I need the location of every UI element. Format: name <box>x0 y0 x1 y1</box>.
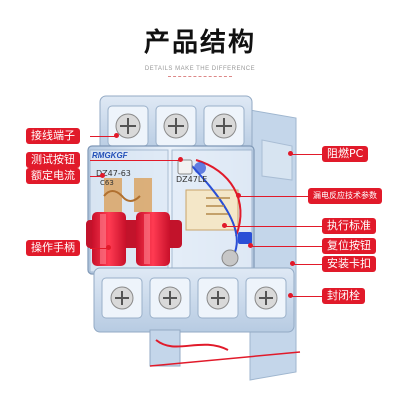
bottom-terminals <box>93 267 295 333</box>
leader-standard <box>226 226 322 227</box>
device-model-left: DZ47-63 <box>96 169 131 178</box>
label-leakage-params: 漏电反应技术参数 <box>308 188 382 204</box>
label-flame-retardant: 阻燃PC <box>322 146 369 162</box>
label-rated-current: 额定电流 <box>26 168 80 184</box>
leader-leakage-params <box>240 196 308 197</box>
test-button-part <box>177 159 193 175</box>
device-model-right: DZ47LE <box>176 175 207 184</box>
device-brand: RMGKGF <box>92 151 129 160</box>
dot-handle <box>106 245 111 250</box>
page-subtitle: DETAILS MAKE THE DIFFERENCE <box>144 66 256 72</box>
leader-test-button <box>90 160 180 161</box>
label-reset-button: 复位按钮 <box>322 238 376 254</box>
device-rating-left: C63 <box>100 179 114 187</box>
dot-leakage-params <box>236 193 241 198</box>
top-terminals <box>99 95 253 153</box>
label-handle: 操作手柄 <box>26 240 80 256</box>
dot-standard <box>222 223 227 228</box>
leader-seal-bolt <box>292 296 322 297</box>
dot-seal-bolt <box>288 293 293 298</box>
leader-mount-clip <box>294 264 322 265</box>
device-markings: RMGKGF DZ47-63 C63 DZ47LE <box>92 151 207 187</box>
dot-rated-current <box>100 173 105 178</box>
label-seal-bolt: 封闭栓 <box>322 288 365 304</box>
dot-flame-retardant <box>288 151 293 156</box>
leader-terminal <box>90 136 116 137</box>
label-mount-clip: 安装卡扣 <box>322 256 376 272</box>
leader-rated-current <box>90 176 102 177</box>
leader-handle <box>90 248 108 249</box>
leader-flame-retardant <box>292 154 322 155</box>
leader-reset-button <box>252 246 322 247</box>
dot-terminal <box>114 133 119 138</box>
label-test-button: 测试按钮 <box>26 152 80 168</box>
dot-mount-clip <box>290 261 295 266</box>
title-divider <box>168 76 232 77</box>
label-standard: 执行标准 <box>322 218 376 234</box>
bottom-seal <box>149 329 301 367</box>
dot-test-button <box>178 157 183 162</box>
page-title: 产品结构 <box>143 28 256 58</box>
dot-reset-button <box>248 243 253 248</box>
reset-button-part <box>238 232 252 244</box>
label-terminal: 接线端子 <box>26 128 80 144</box>
handles <box>86 212 182 266</box>
